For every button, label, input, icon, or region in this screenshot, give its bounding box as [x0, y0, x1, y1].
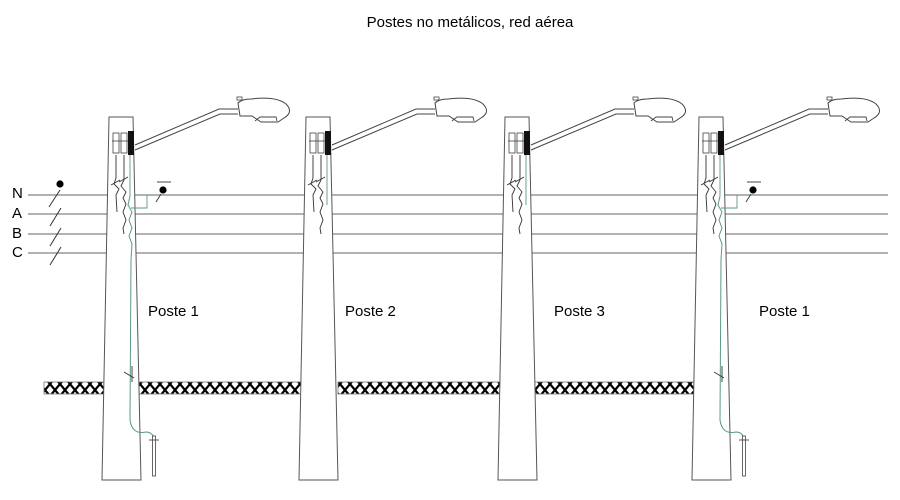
diagram-title: Postes no metálicos, red aérea — [367, 14, 574, 31]
fuse-box — [508, 132, 516, 154]
ground-rod — [152, 435, 156, 477]
conductor-tick — [110, 179, 121, 186]
pole-label-1: Poste 1 — [148, 303, 199, 320]
ground-strip — [43, 381, 106, 395]
ground-strip — [337, 381, 502, 395]
ground-down-conductor — [717, 195, 745, 439]
neutral-node-dot — [159, 186, 167, 194]
pole-4 — [691, 96, 880, 481]
conductor-tick — [49, 227, 62, 247]
luminaire-cap — [632, 96, 639, 101]
fuse-box — [710, 132, 718, 154]
internal-conductor — [710, 155, 717, 235]
luminaire-lens — [451, 116, 475, 122]
ground-strip — [532, 381, 696, 395]
overhead-conductors — [28, 194, 888, 254]
luminaire-arm — [530, 108, 634, 146]
pole-3 — [497, 96, 686, 481]
luminaire-head — [827, 97, 880, 123]
conductor-tick — [315, 176, 326, 183]
internal-conductor — [317, 155, 324, 235]
conductor-label-n: N — [12, 185, 23, 202]
neutral-node-dot — [56, 180, 64, 188]
internal-conductor — [310, 155, 317, 213]
luminaire-arm — [331, 113, 435, 151]
conductor-tick — [49, 246, 62, 266]
pole-body — [298, 116, 339, 481]
pole-2 — [298, 96, 487, 481]
luminaire-head — [633, 97, 686, 123]
conductor-label-b: B — [12, 225, 22, 242]
neutral-node-tick — [155, 193, 162, 203]
internal-conductor — [509, 155, 516, 213]
fuse-box — [317, 132, 325, 154]
luminaire-cap — [826, 96, 833, 101]
pole-body — [101, 116, 142, 481]
mounting-bracket — [128, 131, 134, 155]
luminaire-arm — [530, 113, 634, 151]
mounting-bracket — [718, 131, 724, 155]
neutral-bond — [721, 195, 738, 209]
ground-strip — [138, 381, 303, 395]
luminaire-arm — [331, 108, 435, 146]
fuse-box — [112, 132, 120, 154]
conductor-tick — [49, 207, 62, 227]
fuse-box — [309, 132, 317, 154]
internal-conductor — [703, 155, 710, 213]
pole-1 — [101, 96, 290, 481]
pole-label-3: Poste 3 — [554, 303, 605, 320]
conductor-tick — [48, 189, 61, 208]
luminaire-head — [237, 97, 290, 123]
mounting-bracket — [524, 131, 530, 155]
ground-level — [43, 381, 696, 395]
ground-down-conductor — [127, 195, 155, 439]
pole-label-2: Poste 2 — [345, 303, 396, 320]
luminaire-head — [434, 97, 487, 123]
conductor-label-a: A — [12, 205, 22, 222]
fuse-box — [120, 132, 128, 154]
neutral-bond — [131, 195, 148, 209]
luminaire-arm — [724, 108, 828, 146]
ground-rod — [742, 435, 746, 477]
luminaire-arm — [134, 108, 238, 146]
conductor-labels: N A B C — [12, 185, 23, 261]
internal-conductor — [120, 155, 127, 235]
pole-body — [691, 116, 732, 481]
conductor-tick — [514, 176, 525, 183]
conductor-tick — [708, 176, 719, 183]
luminaire-lens — [650, 116, 674, 122]
luminaire-arm — [724, 113, 828, 151]
luminaire-cap — [433, 96, 440, 101]
conductor-tick — [700, 179, 711, 186]
internal-conductor — [113, 155, 120, 213]
mounting-bracket — [325, 131, 331, 155]
luminaire-lens — [844, 116, 868, 122]
fuse-box — [702, 132, 710, 154]
conductor-tick — [118, 176, 129, 183]
neutral-node-tick — [745, 193, 752, 203]
fuse-box — [516, 132, 524, 154]
neutral-node-dot — [749, 186, 757, 194]
internal-conductor — [516, 155, 523, 235]
conductor-tick — [307, 179, 318, 186]
conductor-tick — [506, 179, 517, 186]
conductor-label-c: C — [12, 244, 23, 261]
poles — [101, 96, 880, 481]
luminaire-cap — [236, 96, 243, 101]
luminaire-lens — [254, 116, 278, 122]
pole-label-4: Poste 1 — [759, 303, 810, 320]
conductor-ticks — [48, 180, 64, 266]
pole-body — [497, 116, 538, 481]
luminaire-arm — [134, 113, 238, 151]
